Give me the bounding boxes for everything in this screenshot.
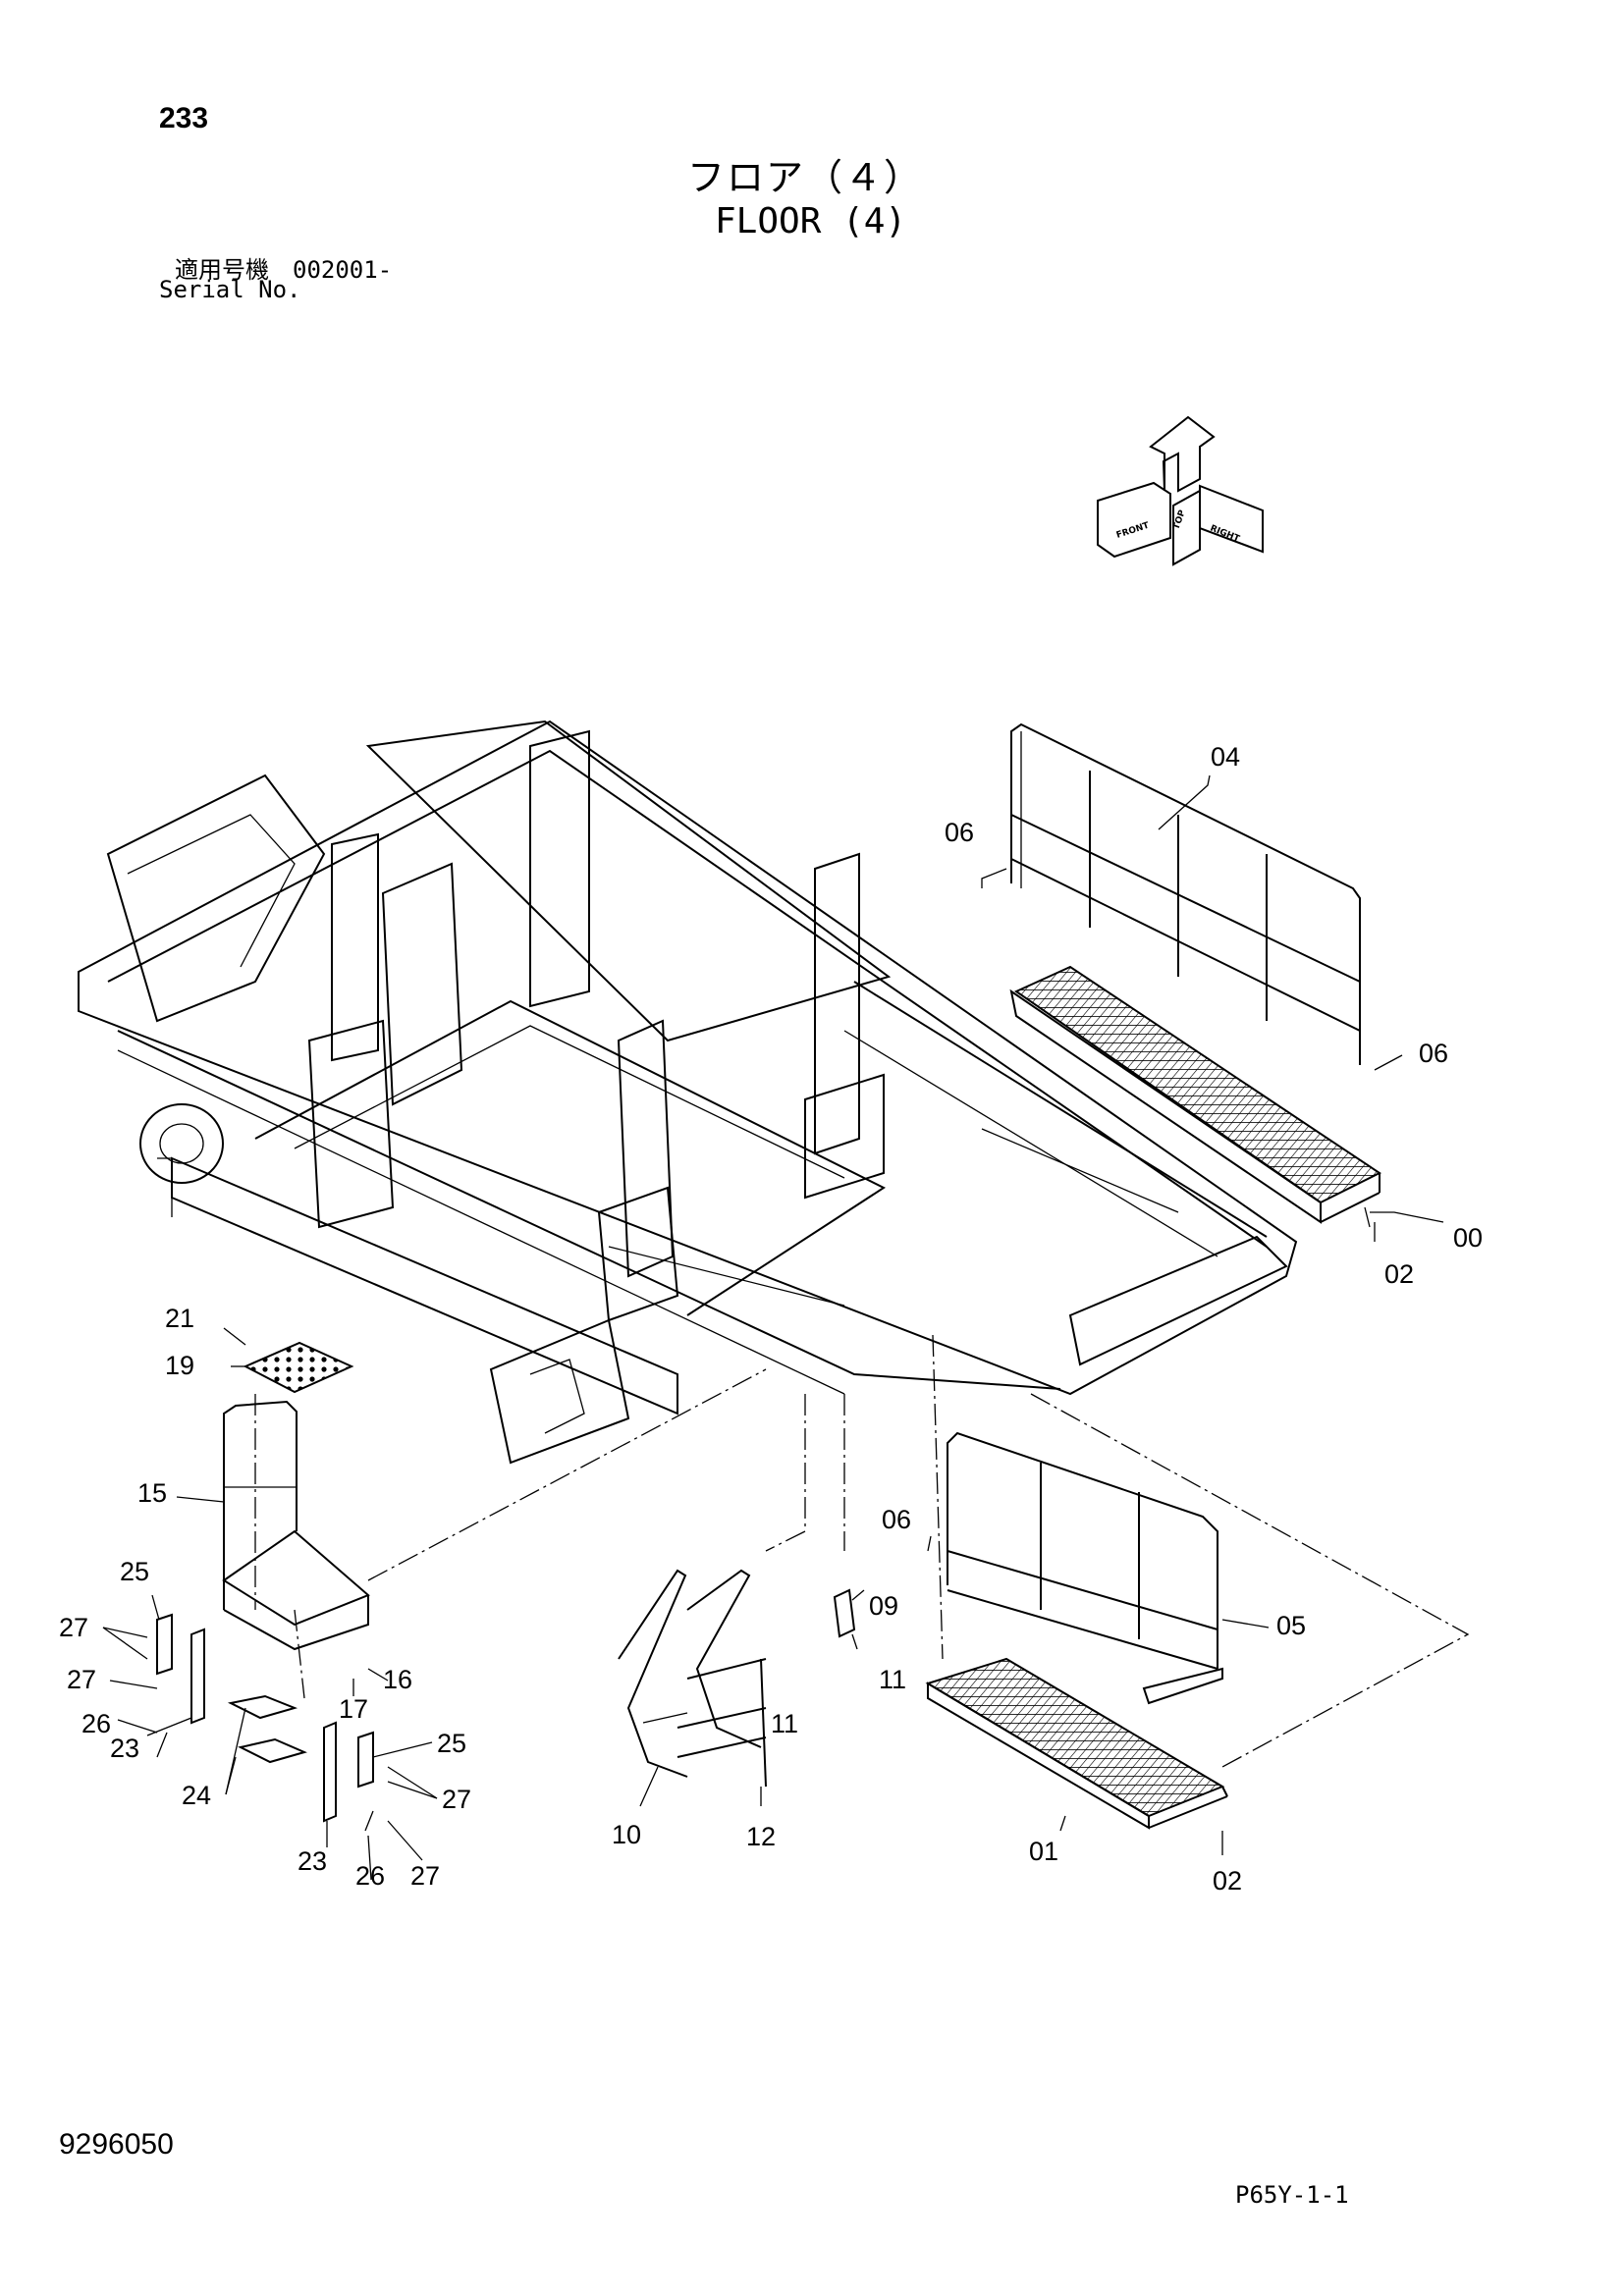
orientation-compass: FRONT TOP RIGHT [1097, 415, 1264, 566]
callout-16: 16 [383, 1665, 412, 1694]
callout-00: 00 [1453, 1223, 1483, 1253]
callout-02-upper: 02 [1384, 1259, 1414, 1289]
callout-25-left: 25 [120, 1557, 149, 1586]
callout-24: 24 [182, 1781, 211, 1810]
bracket-09 [833, 1588, 856, 1638]
callout-11-left: 11 [771, 1709, 798, 1738]
access-ladder [618, 1569, 767, 1788]
leader-lines [102, 774, 1444, 1881]
callout-26-left: 26 [81, 1709, 111, 1738]
page-title-english: FLOOR (4) [715, 201, 907, 241]
step-bracket-assembly [156, 1341, 374, 1832]
callout-06-lower: 06 [882, 1505, 911, 1534]
callout-02-lower: 02 [1213, 1866, 1242, 1896]
serial-label-japanese: 適用号機 002001- [175, 256, 393, 284]
upper-walkway-assembly [1009, 722, 1381, 1224]
callout-10: 10 [612, 1820, 641, 1849]
callout-11-right: 11 [879, 1665, 906, 1694]
callout-labels: 00 01 02 02 04 05 06 06 06 09 10 11 11 1… [59, 742, 1483, 1896]
chassis-frame [78, 720, 1298, 1465]
lower-walkway-assembly [925, 1431, 1228, 1830]
callout-27-mid-left: 27 [67, 1665, 96, 1694]
callout-25-right: 25 [437, 1729, 466, 1758]
callout-04: 04 [1211, 742, 1240, 772]
callout-27-bottom: 27 [410, 1861, 440, 1891]
serial-label-english: Serial No. [159, 276, 301, 303]
page-title-japanese: フロア（４） [687, 158, 924, 199]
assembly-centre-lines [254, 1206, 1470, 1768]
callout-09: 09 [869, 1591, 898, 1621]
callout-26-right: 26 [355, 1861, 385, 1891]
callout-21: 21 [165, 1304, 194, 1333]
document-number: 9296050 [59, 2128, 174, 2161]
callout-17: 17 [339, 1694, 368, 1724]
reference-code: P65Y-1-1 [1235, 2181, 1349, 2209]
callout-05: 05 [1276, 1611, 1306, 1640]
page-number: 233 [159, 102, 209, 134]
callout-15: 15 [137, 1478, 167, 1508]
callout-27-top-left: 27 [59, 1613, 88, 1642]
callout-19: 19 [165, 1351, 194, 1380]
callout-06-upper-right: 06 [1419, 1039, 1448, 1068]
callout-01: 01 [1029, 1837, 1058, 1866]
callout-06-upper-left: 06 [945, 818, 974, 847]
callout-23-left: 23 [110, 1734, 139, 1763]
callout-27-right: 27 [442, 1785, 471, 1814]
callout-12: 12 [746, 1822, 776, 1851]
callout-23-right: 23 [298, 1846, 327, 1876]
